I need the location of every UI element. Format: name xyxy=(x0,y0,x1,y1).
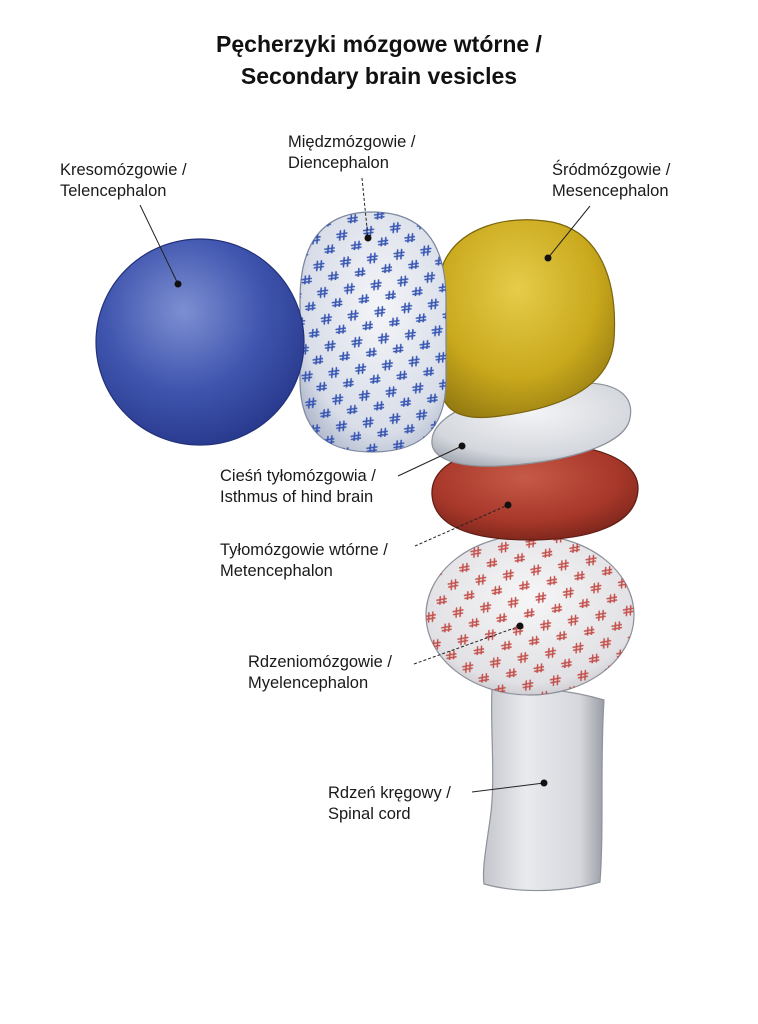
label-telencephalon: Kresomózgowie / Telencephalon xyxy=(60,160,187,202)
label-diencephalon-line1: Międzmózgowie / xyxy=(288,133,416,151)
spinal-cord-shape xyxy=(482,686,605,892)
leader-spinal-cord xyxy=(471,782,545,793)
leader-diencephalon xyxy=(361,177,369,239)
title-line-2: Secondary brain vesicles xyxy=(240,63,518,89)
label-myelencephalon-line2: Myelencephalon xyxy=(248,674,369,692)
label-myelencephalon-line1: Rdzeniomózgowie / xyxy=(248,653,392,671)
label-telencephalon-line1: Kresomózgowie / xyxy=(60,161,187,179)
label-diencephalon: Międzmózgowie / Diencephalon xyxy=(288,132,415,174)
label-metencephalon-line1: Tyłomózgowie wtórne / xyxy=(220,541,388,559)
leader-metencephalon xyxy=(414,504,509,547)
label-spinal-cord-line2: Spinal cord xyxy=(328,805,411,823)
leader-mesencephalon xyxy=(547,205,591,259)
dot-mesencephalon xyxy=(544,254,552,262)
label-myelencephalon: Rdzeniomózgowie / Myelencephalon xyxy=(248,652,392,694)
label-mesencephalon: Śródmózgowie / Mesencephalon xyxy=(552,160,670,202)
label-mesencephalon-line1: Śródmózgowie / xyxy=(552,161,671,179)
label-spinal-cord: Rdzeń kręgowy / Spinal cord xyxy=(328,783,451,825)
dot-metencephalon xyxy=(504,501,512,509)
label-diencephalon-line2: Diencephalon xyxy=(288,154,389,172)
leader-isthmus xyxy=(397,445,463,477)
dot-isthmus xyxy=(458,442,466,450)
label-isthmus-line1: Cieśń tyłomózgowia / xyxy=(220,467,376,485)
dot-telencephalon xyxy=(174,280,182,288)
label-metencephalon-line2: Metencephalon xyxy=(220,562,333,580)
diencephalon-shape xyxy=(299,211,447,453)
pointer-dots xyxy=(174,234,552,787)
leader-telencephalon xyxy=(139,204,179,285)
telencephalon-shape xyxy=(95,238,305,446)
label-spinal-cord-line1: Rdzeń kręgowy / xyxy=(328,784,451,802)
label-isthmus: Cieśń tyłomózgowia / Isthmus of hind bra… xyxy=(220,466,376,508)
myelencephalon-shape xyxy=(425,534,635,696)
leader-lines xyxy=(139,177,591,793)
dot-diencephalon xyxy=(364,234,372,242)
label-metencephalon: Tyłomózgowie wtórne / Metencephalon xyxy=(220,540,388,582)
dot-myelencephalon xyxy=(516,622,524,630)
leader-myelencephalon xyxy=(413,625,521,665)
label-isthmus-line2: Isthmus of hind brain xyxy=(220,488,374,506)
dot-spinal-cord xyxy=(540,779,548,787)
title-line-1: Pęcherzyki mózgowe wtórne / xyxy=(216,31,542,57)
label-telencephalon-line2: Telencephalon xyxy=(60,182,167,200)
label-mesencephalon-line2: Mesencephalon xyxy=(552,182,669,200)
